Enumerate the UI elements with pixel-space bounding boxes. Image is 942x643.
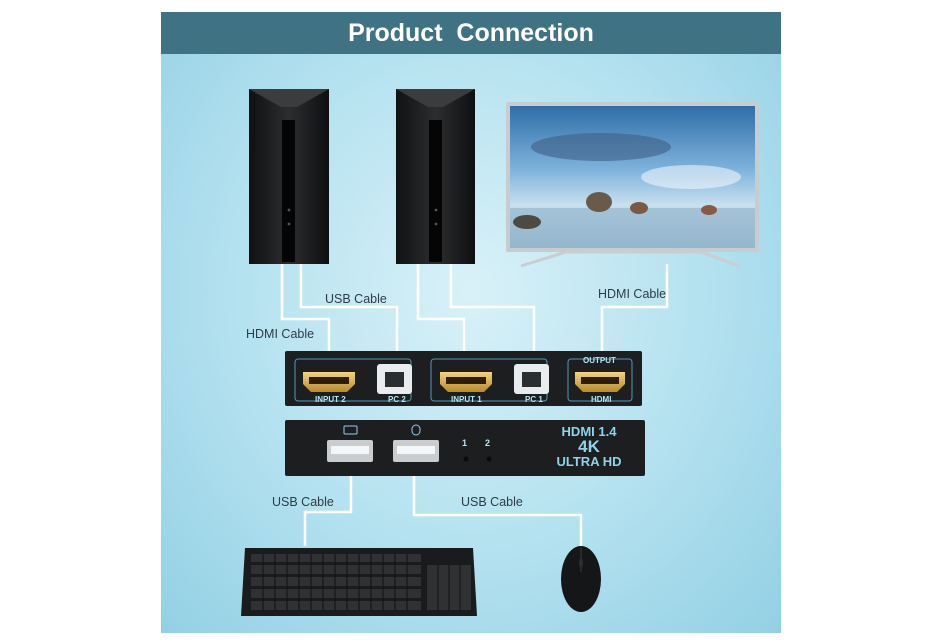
hdmi-cable-monitor (600, 264, 669, 355)
led-label-1: 1 (462, 438, 468, 448)
hdmi-port-input1 (440, 372, 492, 392)
label-hdmi-cable-monitor: HDMI Cable (598, 287, 667, 301)
usb-a-port-mouse (393, 440, 439, 462)
usb-cable-pc1 (449, 264, 536, 355)
spec-hdmi-version: HDMI 1.4 (561, 424, 617, 439)
pc-tower-2 (249, 89, 329, 264)
hdmi-cable-pc2 (280, 264, 331, 355)
usb-b-port-pc2 (377, 364, 412, 394)
kvm-switch-back (285, 351, 642, 406)
usb-cable-pc2 (299, 264, 399, 355)
mouse-icon (411, 424, 421, 436)
label-usb-cable-mouse: USB Cable (461, 495, 523, 509)
hdmi-port-output (575, 372, 625, 392)
hdmi-cable-pc1 (416, 264, 466, 355)
hdmi-port-input2 (303, 372, 355, 392)
kvm-switch-front (285, 420, 645, 476)
mouse (561, 546, 601, 612)
port-label-hdmi: HDMI (591, 395, 612, 404)
usb-b-port-pc1 (514, 364, 549, 394)
led-1 (463, 456, 469, 462)
pc-tower-1 (396, 89, 475, 264)
usb-a-port-keyboard (327, 440, 373, 462)
port-label-input2: INPUT 2 (315, 395, 346, 404)
label-usb-cable-pc2: USB Cable (325, 292, 387, 306)
product-connection-diagram: Product Connection (161, 12, 781, 633)
usb-cable-mouse (412, 475, 583, 546)
tv-monitor (506, 102, 759, 268)
keyboard (241, 548, 477, 616)
port-label-output: OUTPUT (583, 356, 616, 365)
led-label-2: 2 (485, 438, 491, 448)
connection-graphic (241, 89, 759, 616)
label-hdmi-cable-pc2: HDMI Cable (246, 327, 315, 341)
cables (280, 264, 669, 546)
spec-ultra-hd: ULTRA HD (556, 454, 622, 469)
page-title: Product Connection (161, 12, 781, 54)
port-label-pc1: PC 1 (525, 395, 543, 404)
usb-cable-keyboard (303, 475, 353, 546)
keyboard-icon (343, 425, 358, 435)
port-label-input1: INPUT 1 (451, 395, 482, 404)
port-label-pc2: PC 2 (388, 395, 406, 404)
led-2 (486, 456, 492, 462)
spec-resolution: 4K (578, 437, 600, 456)
label-usb-cable-keyboard: USB Cable (272, 495, 334, 509)
